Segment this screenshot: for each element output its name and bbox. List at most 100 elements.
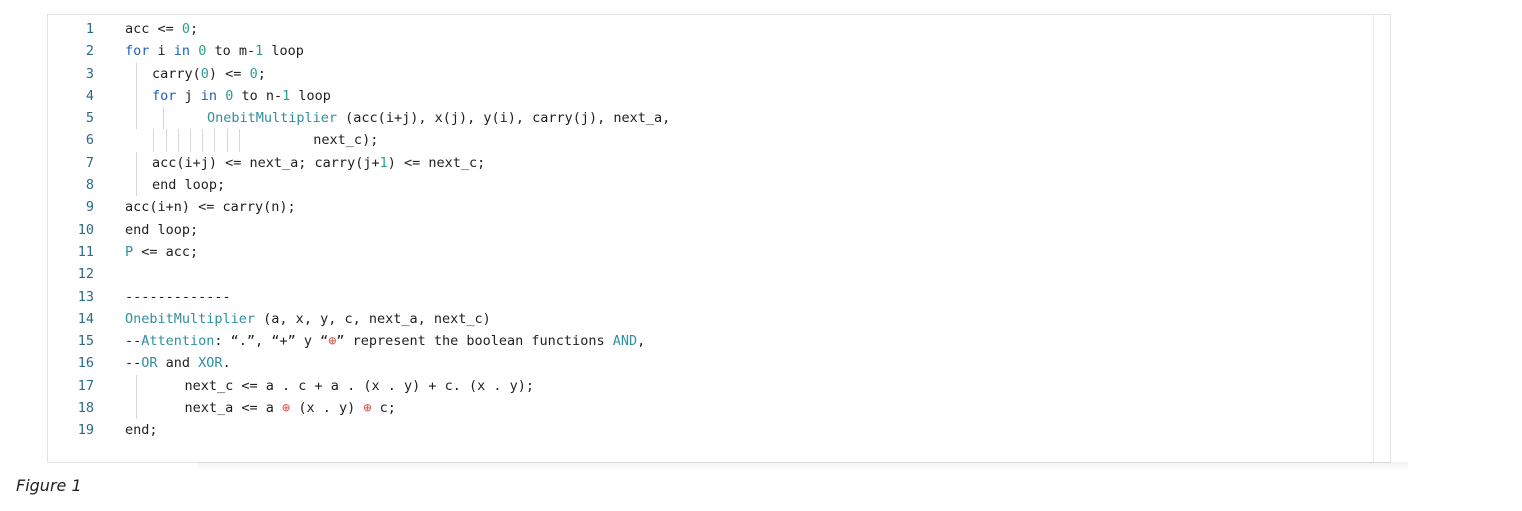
indent-guide bbox=[136, 62, 138, 85]
code-text: end loop; bbox=[125, 219, 198, 241]
code-token: ; bbox=[190, 21, 199, 37]
code-token: 0 bbox=[198, 43, 207, 60]
code-token: ------------- bbox=[125, 288, 231, 305]
line-number: 1 bbox=[85, 21, 94, 37]
code-token: end loop; bbox=[152, 177, 226, 194]
indent-guide bbox=[136, 84, 138, 108]
code-line: 8 end loop; bbox=[48, 174, 1390, 197]
code-block: 1 acc <= 0; 2 for i in 0 to m-1 loop 3 carry(… bbox=[47, 14, 1408, 471]
code-token: acc <= bbox=[125, 21, 182, 37]
code-token: ⊕ bbox=[328, 333, 337, 350]
code-token: acc(i+n) <= carry(n); bbox=[125, 199, 296, 216]
code-line: 13 ------------- bbox=[48, 286, 1390, 308]
code-token: next_c <= a . c + a . (x . y) + c. (x . … bbox=[152, 377, 535, 394]
code-token: ⊕ bbox=[282, 400, 291, 417]
line-number: 13 bbox=[77, 288, 94, 305]
code-text: ------------- bbox=[125, 286, 231, 308]
line-number: 2 bbox=[85, 43, 94, 60]
code-token bbox=[190, 43, 198, 59]
code-token: to n- bbox=[233, 87, 283, 104]
code-token: j bbox=[176, 87, 201, 104]
line-number: 17 bbox=[77, 377, 94, 394]
code-token: (x . y) bbox=[290, 400, 364, 417]
code-text: next_a <= a ⊕ (x . y) ⊕ c; bbox=[152, 397, 396, 419]
code-text: OnebitMultiplier (acc(i+j), x(j), y(i), … bbox=[207, 107, 670, 129]
code-token: ” represent the boolean functions bbox=[336, 333, 613, 350]
code-token: for bbox=[152, 87, 177, 104]
indent-guide bbox=[163, 107, 165, 130]
code-token: in bbox=[200, 87, 218, 104]
code-line: 7 acc(i+j) <= next_a; carry(j+1) <= next_… bbox=[48, 151, 1390, 175]
code-token: , bbox=[637, 333, 646, 350]
code-token: 0 bbox=[200, 65, 209, 82]
code-token bbox=[217, 88, 225, 104]
indent-guide bbox=[153, 129, 155, 152]
code-line: 2 for i in 0 to m-1 loop bbox=[48, 40, 1390, 62]
code-line: 18 next_a <= a ⊕ (x . y) ⊕ c; bbox=[48, 397, 1390, 420]
line-number: 14 bbox=[77, 310, 94, 327]
line-number: 6 bbox=[85, 132, 94, 149]
code-token: OR bbox=[141, 355, 158, 372]
line-number: 8 bbox=[85, 177, 94, 194]
code-token: ) <= bbox=[208, 65, 250, 82]
code-text: end loop; bbox=[152, 174, 225, 196]
code-line: 6 next_c); bbox=[48, 129, 1390, 152]
code-token: to m- bbox=[206, 43, 256, 60]
code-text: acc(i+j) <= next_a; carry(j+1) <= next_c… bbox=[152, 152, 485, 174]
code-line: 14 OnebitMultiplier (a, x, y, c, next_a, … bbox=[48, 308, 1390, 330]
indent-guide bbox=[136, 174, 138, 197]
code-token: end; bbox=[125, 422, 158, 439]
code-line: 19 end; bbox=[48, 419, 1390, 441]
code-token: 0 bbox=[249, 65, 258, 82]
indent-guide bbox=[226, 129, 228, 152]
code-token: -- bbox=[125, 333, 142, 350]
code-line: 5 OnebitMultiplier (acc(i+j), x(j), y(i),… bbox=[48, 107, 1390, 130]
code-line: 10 end loop; bbox=[48, 219, 1390, 241]
code-text: for i in 0 to m-1 loop bbox=[125, 40, 304, 62]
line-number: 11 bbox=[77, 243, 94, 260]
code-token: (a, x, y, c, next_a, next_c) bbox=[255, 310, 491, 327]
indent-guide bbox=[190, 129, 192, 152]
line-number: 5 bbox=[85, 110, 94, 127]
code-token: 1 bbox=[282, 87, 291, 104]
indent-guide bbox=[136, 374, 138, 398]
code-text: --Attention: “.”, “+” y “⊕” represent th… bbox=[125, 330, 645, 352]
code-token: i bbox=[149, 43, 174, 60]
line-number: 7 bbox=[85, 154, 94, 171]
indent-guide bbox=[202, 129, 204, 152]
code-token: in bbox=[173, 43, 191, 60]
indent-guide bbox=[136, 397, 138, 420]
code-token: . bbox=[222, 355, 231, 372]
code-line: 15--Attention: “.”, “+” y “⊕” represent … bbox=[48, 330, 1390, 352]
code-text: end; bbox=[125, 419, 158, 441]
code-token: ⊕ bbox=[363, 400, 372, 417]
code-token: Attention bbox=[141, 333, 215, 350]
line-number: 3 bbox=[85, 65, 94, 82]
indent-guide bbox=[136, 151, 138, 175]
code-token: next_a <= a bbox=[152, 400, 283, 417]
code-line: 17 next_c <= a . c + a . (x . y) + c. (x… bbox=[48, 374, 1390, 398]
code-token: ) <= next_c; bbox=[387, 154, 486, 171]
code-text: P <= acc; bbox=[125, 241, 198, 263]
code-text: OnebitMultiplier (a, x, y, c, next_a, ne… bbox=[125, 308, 491, 330]
code-token: 1 bbox=[379, 154, 388, 171]
code-token: <= acc; bbox=[133, 243, 199, 260]
code-token: 1 bbox=[255, 43, 264, 60]
code-token: OnebitMultiplier bbox=[125, 310, 256, 327]
code-token: -- bbox=[125, 355, 142, 372]
line-number: 19 bbox=[77, 422, 94, 439]
code-token: : “.”, “+” y “ bbox=[214, 333, 329, 350]
code-text: carry(0) <= 0; bbox=[152, 63, 266, 85]
code-token: AND bbox=[612, 333, 638, 350]
scrollbar-track[interactable] bbox=[1373, 15, 1374, 462]
indent-guide bbox=[136, 107, 138, 130]
indent-guide bbox=[165, 129, 167, 152]
indent-guide bbox=[214, 129, 216, 152]
code-token: for bbox=[125, 43, 150, 60]
line-number: 10 bbox=[77, 221, 94, 238]
code-token: and bbox=[157, 355, 199, 372]
code-token: XOR bbox=[198, 355, 223, 372]
code-token: carry( bbox=[152, 65, 201, 82]
line-number: 18 bbox=[77, 400, 94, 417]
code-token: 0 bbox=[225, 87, 234, 104]
